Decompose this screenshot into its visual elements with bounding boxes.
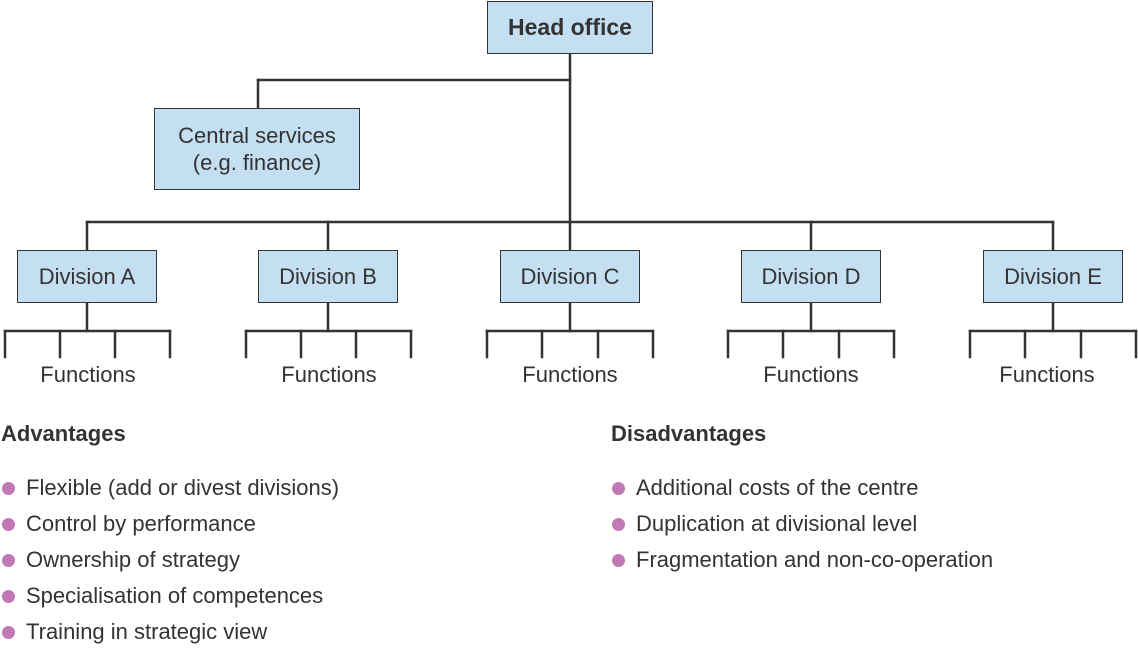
bullet-icon [2,590,15,603]
advantages-list: Flexible (add or divest divisions) Contr… [1,470,339,650]
list-item-text: Additional costs of the centre [636,475,919,500]
bullet-icon [612,518,625,531]
functions-label-e: Functions [999,362,1095,387]
bullet-icon [612,554,625,567]
functions-label-d: Functions [763,362,859,387]
list-item: Control by performance [1,506,339,542]
advantages-heading: Advantages [1,421,126,446]
head-office-label: Head office [508,14,632,40]
functions-label-b: Functions [281,362,377,387]
central-services-label: Central services [178,123,336,148]
bullet-icon [2,554,15,567]
division-d-box: Division D [741,250,881,303]
division-b-label: Division B [279,263,377,289]
disadvantages-list: Additional costs of the centre Duplicati… [611,470,993,578]
division-b-box: Division B [258,250,398,303]
division-a-label: Division A [38,263,136,289]
list-item-text: Fragmentation and non-co-operation [636,547,994,572]
division-d-label: Division D [761,263,861,289]
bullet-icon [2,482,15,495]
division-a-box: Division A [17,250,157,303]
central-services-example: (e.g. finance) [192,150,322,175]
list-item-text: Control by performance [26,511,256,536]
list-item: Training in strategic view [1,614,339,650]
list-item: Additional costs of the centre [611,470,993,506]
division-e-box: Division E [983,250,1123,303]
functions-comb-c [485,300,655,359]
list-item-text: Training in strategic view [26,619,268,644]
list-item-text: Ownership of strategy [26,547,240,572]
division-e-label: Division E [1004,263,1102,289]
functions-comb-d [726,300,896,359]
list-item-text: Duplication at divisional level [636,511,918,536]
functions-label-a: Functions [40,362,136,387]
head-office-box: Head office [487,1,653,54]
list-item: Flexible (add or divest divisions) [1,470,339,506]
functions-comb-e [968,300,1138,359]
functions-comb-b [244,300,413,359]
central-services-box: Central services (e.g. finance) [154,108,360,190]
bullet-icon [2,626,15,639]
list-item: Specialisation of competences [1,578,339,614]
division-c-label: Division C [520,263,620,289]
list-item-text: Flexible (add or divest divisions) [26,475,340,500]
bullet-icon [2,518,15,531]
list-item: Fragmentation and non-co-operation [611,542,993,578]
functions-comb-a [3,300,172,359]
bullet-icon [612,482,625,495]
list-item: Ownership of strategy [1,542,339,578]
division-c-box: Division C [500,250,640,303]
functions-label-c: Functions [522,362,618,387]
list-item-text: Specialisation of competences [26,583,324,608]
disadvantages-heading: Disadvantages [611,421,767,446]
list-item: Duplication at divisional level [611,506,993,542]
